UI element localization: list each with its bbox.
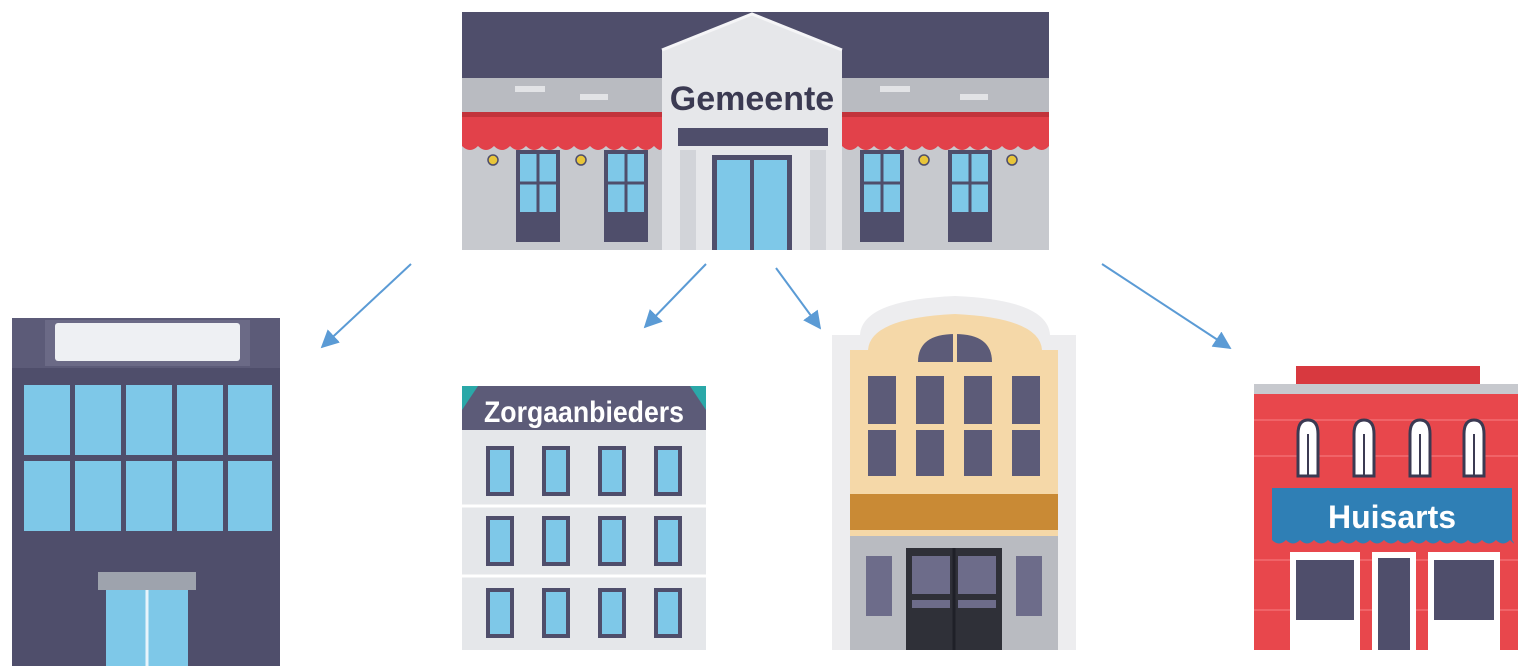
care-providers-label: Zorgaanbieders	[484, 396, 684, 429]
left-awning	[462, 112, 662, 150]
connector-arrows	[320, 263, 1232, 349]
office-building	[12, 318, 280, 666]
care-providers-building: Zorgaanbieders	[462, 386, 706, 650]
shop-windows	[868, 376, 1040, 476]
general-practitioner-building: Huisarts	[1254, 366, 1518, 650]
municipality-building: Gemeente	[462, 12, 1049, 250]
general-practitioner-label: Huisarts	[1328, 499, 1456, 535]
huisarts-banner	[1272, 488, 1515, 544]
right-awning	[842, 112, 1049, 150]
office-windows	[24, 385, 272, 531]
wall-lamps	[487, 154, 1018, 166]
care-providers-windows	[486, 446, 682, 638]
arrow-to-shop	[775, 267, 822, 330]
shop-building	[832, 296, 1076, 650]
arrow-to-care-providers	[643, 263, 707, 329]
arrow-to-office	[320, 263, 412, 349]
municipality-label: Gemeente	[670, 80, 834, 118]
right-windows	[860, 150, 992, 242]
left-windows	[516, 150, 648, 242]
central-portico	[661, 12, 843, 250]
arrow-to-huisarts	[1101, 263, 1232, 349]
